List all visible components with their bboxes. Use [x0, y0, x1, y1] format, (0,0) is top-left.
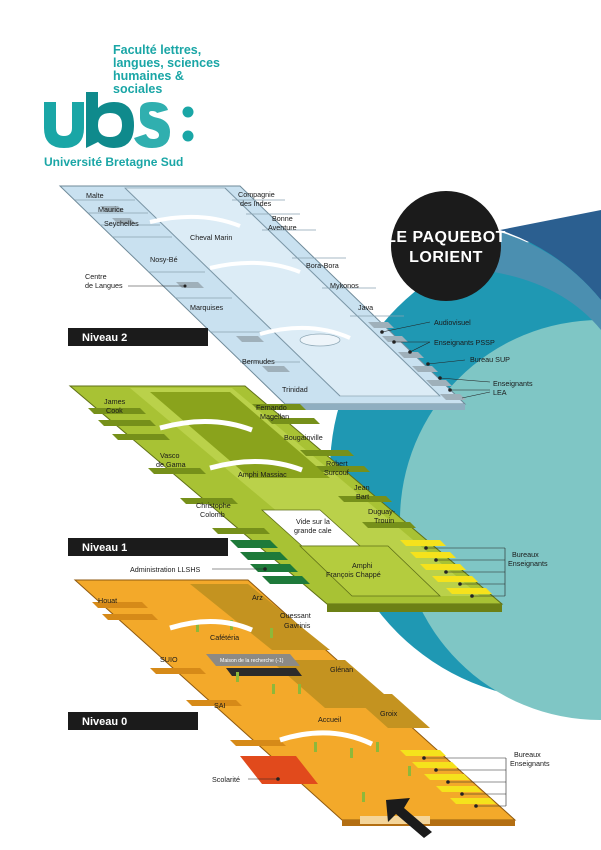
room-amphi-fc-1: Amphi [352, 561, 373, 570]
callout-bureaux-1-line-2: Enseignants [508, 559, 548, 568]
niveau-0-bar: Niveau 0 [68, 712, 198, 730]
niveau-1-floor [68, 385, 504, 612]
room-maurice: Maurice [98, 205, 124, 214]
room-bonne-1: Bonne [272, 214, 293, 223]
callout-bureaux-0-line-1: Bureaux [514, 750, 541, 759]
room-nosy-be: Nosy-Bé [150, 255, 178, 264]
niveau-2-label: Niveau 2 [82, 332, 127, 344]
room-mykonos: Mykonos [330, 281, 359, 290]
background-arc-dark [500, 210, 601, 300]
room-fernando-2: Magellan [260, 412, 289, 421]
entrance-arrow-icon [386, 798, 432, 838]
faculty-line-1: Faculté lettres, [113, 43, 201, 57]
niveau-0-label: Niveau 0 [82, 716, 127, 728]
callout-bureaux-1-line-1: Bureaux [512, 550, 539, 559]
void-label-2: grande cale [294, 526, 332, 535]
callout-administration-llshs: Administration LLSHS [130, 565, 201, 574]
niveau-2-bar: Niveau 2 [68, 328, 208, 346]
room-suio: SUIO [160, 655, 178, 664]
room-vasco-2: de Gama [156, 460, 186, 469]
room-bonne-2: Aventure [268, 223, 297, 232]
room-ouessant: Ouessant [280, 611, 311, 620]
room-amphi-fc-2: François Chappé [326, 570, 381, 579]
badge-line-1: LE PAQUEBOT [386, 229, 506, 246]
room-glenan: Glénan [330, 665, 353, 674]
room-amphi-massiac: Amphi Massiac [238, 470, 287, 479]
room-duguay-2: Trouin [374, 516, 394, 525]
niveau-2-labels: Malte Maurice Seychelles Compagnie des I… [85, 190, 373, 394]
room-compagnie-2: des Indes [240, 199, 272, 208]
callout-bureau-sup: Bureau SUP [470, 355, 510, 364]
room-trinidad: Trinidad [282, 385, 308, 394]
room-groix: Groix [380, 709, 398, 718]
niveau-1-callouts [212, 546, 506, 598]
room-accueil: Accueil [318, 715, 342, 724]
room-jean-1: Jean [354, 483, 370, 492]
room-seychelles: Seychelles [104, 219, 139, 228]
void-label-1: Vide sur la [296, 517, 330, 526]
room-christophe-1: Christophe [196, 501, 231, 510]
room-robert-2: Surcouf [324, 468, 349, 477]
room-fernando-1: Fernando [256, 403, 287, 412]
room-malte: Malte [86, 191, 104, 200]
callout-audiovisuel: Audiovisuel [434, 318, 471, 327]
room-james-1: James [104, 397, 126, 406]
niveau-2-floor [58, 185, 467, 410]
room-robert-1: Robert [326, 459, 348, 468]
room-duguay-1: Duguay- [368, 507, 396, 516]
room-gavrinis: Gavrinis [284, 621, 311, 630]
badge-line-2: LORIENT [409, 249, 483, 266]
faculty-line-2: langues, sciences [113, 56, 220, 70]
room-marquises: Marquises [190, 303, 224, 312]
badge-circle [391, 191, 501, 301]
niveau-0-floor [73, 579, 517, 838]
room-cheval-marin: Cheval Marin [190, 233, 232, 242]
university-name: Université Bretagne Sud [44, 155, 183, 169]
niveau-1-bar: Niveau 1 [68, 538, 228, 556]
faculty-line-4: sociales [113, 82, 162, 96]
room-compagnie-1: Compagnie [238, 190, 275, 199]
ubs-logo: Faculté lettres, langues, sciences humai… [44, 43, 220, 169]
niveau-1-label: Niveau 1 [82, 542, 127, 554]
room-sai: SAI [214, 701, 226, 710]
paquebot-badge: LE PAQUEBOT LORIENT [386, 191, 506, 301]
niveau-0-labels: Houat Arz Ouessant Gavrinis Cafétéria SU… [98, 593, 398, 724]
room-james-2: Cook [106, 406, 123, 415]
callout-enseignants-lea-1: Enseignants [493, 379, 533, 388]
niveau-2-callouts [380, 321, 491, 399]
room-christophe-2: Colomb [200, 510, 225, 519]
ubs-mark-icon [44, 92, 194, 148]
room-bora-bora: Bora-Bora [306, 261, 339, 270]
niveau-1-labels: James Cook Fernando Magellan Bougainvill… [104, 397, 396, 579]
room-centre-2: de Langues [85, 281, 123, 290]
niveau-0-callouts [248, 756, 507, 808]
room-maison-recherche: Maison de la recherche (-1) [220, 658, 284, 664]
background-circle-light [400, 320, 601, 720]
room-cafeteria: Cafétéria [210, 633, 239, 642]
faculty-line-3: humaines & [113, 69, 184, 83]
room-arz: Arz [252, 593, 263, 602]
background-arc-mid [480, 232, 601, 330]
room-centre-1: Centre [85, 272, 107, 281]
room-jean-2: Bart [356, 492, 369, 501]
room-bougainville: Bougainville [284, 433, 323, 442]
room-vasco-1: Vasco [160, 451, 179, 460]
room-bermudes: Bermudes [242, 357, 275, 366]
callout-bureaux-0-line-2: Enseignants [510, 759, 550, 768]
callout-scolarite: Scolarité [212, 775, 240, 784]
callout-enseignants-pssp: Enseignants PSSP [434, 338, 495, 347]
room-houat: Houat [98, 596, 117, 605]
room-java: Java [358, 303, 373, 312]
callout-enseignants-lea-2: LEA [493, 388, 507, 397]
